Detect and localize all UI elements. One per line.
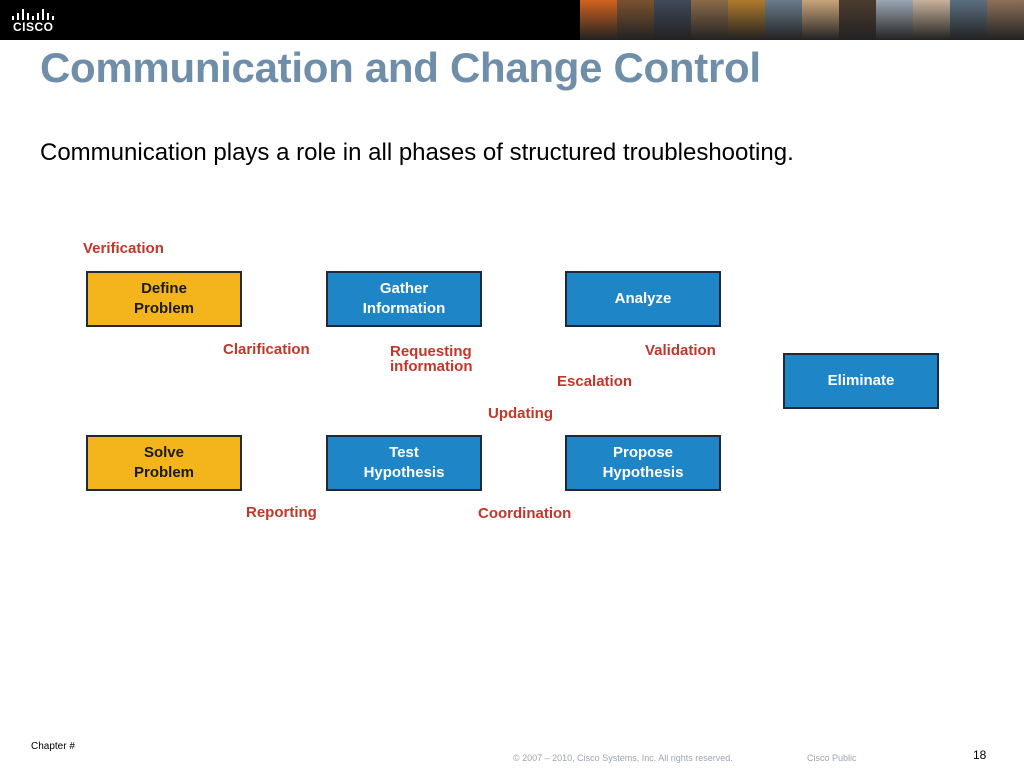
label-updating: Updating bbox=[488, 405, 553, 422]
box-define-problem: Define Problem bbox=[86, 271, 242, 327]
header-photo bbox=[802, 0, 840, 40]
box-solve-problem: Solve Problem bbox=[86, 435, 242, 491]
label-escalation: Escalation bbox=[557, 373, 633, 390]
label-clarification: Clarification bbox=[223, 341, 310, 358]
cisco-logo: CISCO bbox=[9, 6, 69, 36]
box-propose-hypothesis: Propose Hypothesis bbox=[565, 435, 721, 491]
header-photo bbox=[950, 0, 988, 40]
header-photo bbox=[617, 0, 655, 40]
header-photo bbox=[691, 0, 729, 40]
label-reporting: Reporting bbox=[246, 504, 317, 521]
header-photo bbox=[728, 0, 766, 40]
header-photo bbox=[839, 0, 877, 40]
label-requesting-information: Requesting information bbox=[390, 343, 473, 375]
label-verification: Verification bbox=[83, 240, 164, 257]
header-photo bbox=[876, 0, 914, 40]
footer-chapter: Chapter # bbox=[31, 741, 75, 752]
header-banner: CISCO bbox=[0, 0, 1024, 40]
slide-title: Communication and Change Control bbox=[40, 44, 761, 91]
footer-classification: Cisco Public bbox=[807, 753, 857, 763]
header-photo bbox=[654, 0, 692, 40]
box-analyze: Analyze bbox=[565, 271, 721, 327]
label-validation: Validation bbox=[645, 342, 716, 359]
box-eliminate: Eliminate bbox=[783, 353, 939, 409]
header-photo bbox=[913, 0, 951, 40]
cisco-bars-icon bbox=[12, 8, 62, 20]
box-gather-information: Gather Information bbox=[326, 271, 482, 327]
slide-subtitle: Communication plays a role in all phases… bbox=[40, 139, 794, 166]
header-photo-strip bbox=[580, 0, 1024, 40]
footer-copyright: © 2007 – 2010, Cisco Systems, Inc. All r… bbox=[513, 753, 733, 763]
page-number: 18 bbox=[973, 748, 987, 762]
box-test-hypothesis: Test Hypothesis bbox=[326, 435, 482, 491]
header-photo bbox=[765, 0, 803, 40]
header-photo bbox=[987, 0, 1024, 40]
logo-text: CISCO bbox=[13, 20, 54, 34]
label-coordination: Coordination bbox=[478, 505, 572, 522]
header-photo bbox=[580, 0, 618, 40]
